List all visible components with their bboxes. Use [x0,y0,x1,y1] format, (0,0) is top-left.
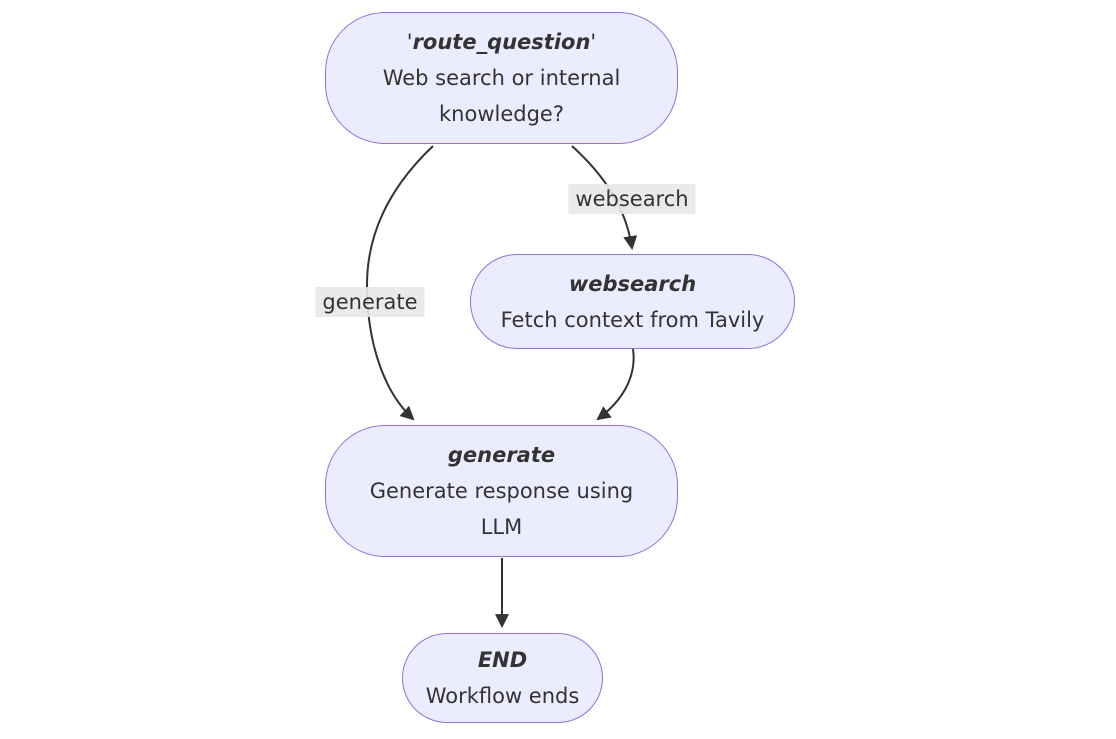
node-generate: generate Generate response using LLM [325,425,678,557]
node-end-desc-line: Workflow ends [425,684,580,708]
node-route-question-desc-line: knowledge? [439,102,564,126]
node-route-question-title: 'route_question' [407,24,596,60]
node-websearch-desc-line: Fetch context from Tavily [500,307,765,332]
node-generate-title: generate [447,443,556,467]
node-generate-desc-line: Generate response using [369,479,634,503]
title-open-quote: ' [406,30,413,54]
edge-label-websearch: websearch [568,184,696,214]
node-websearch: websearch Fetch context from Tavily [470,254,795,349]
node-websearch-title: websearch [568,271,697,296]
node-end: END Workflow ends [402,633,603,723]
node-end-title: END [477,648,528,672]
node-route-question: 'route_question' Web search or internal … [325,12,678,144]
title-close-quote: ' [590,30,597,54]
title-text: route_question [412,30,591,54]
edge-label-generate: generate [315,287,425,317]
edge-websearch-to-generate [596,348,635,421]
edge-route-to-generate [365,145,434,421]
node-generate-desc-line: LLM [480,515,523,539]
node-route-question-desc-line: Web search or internal [382,66,621,90]
